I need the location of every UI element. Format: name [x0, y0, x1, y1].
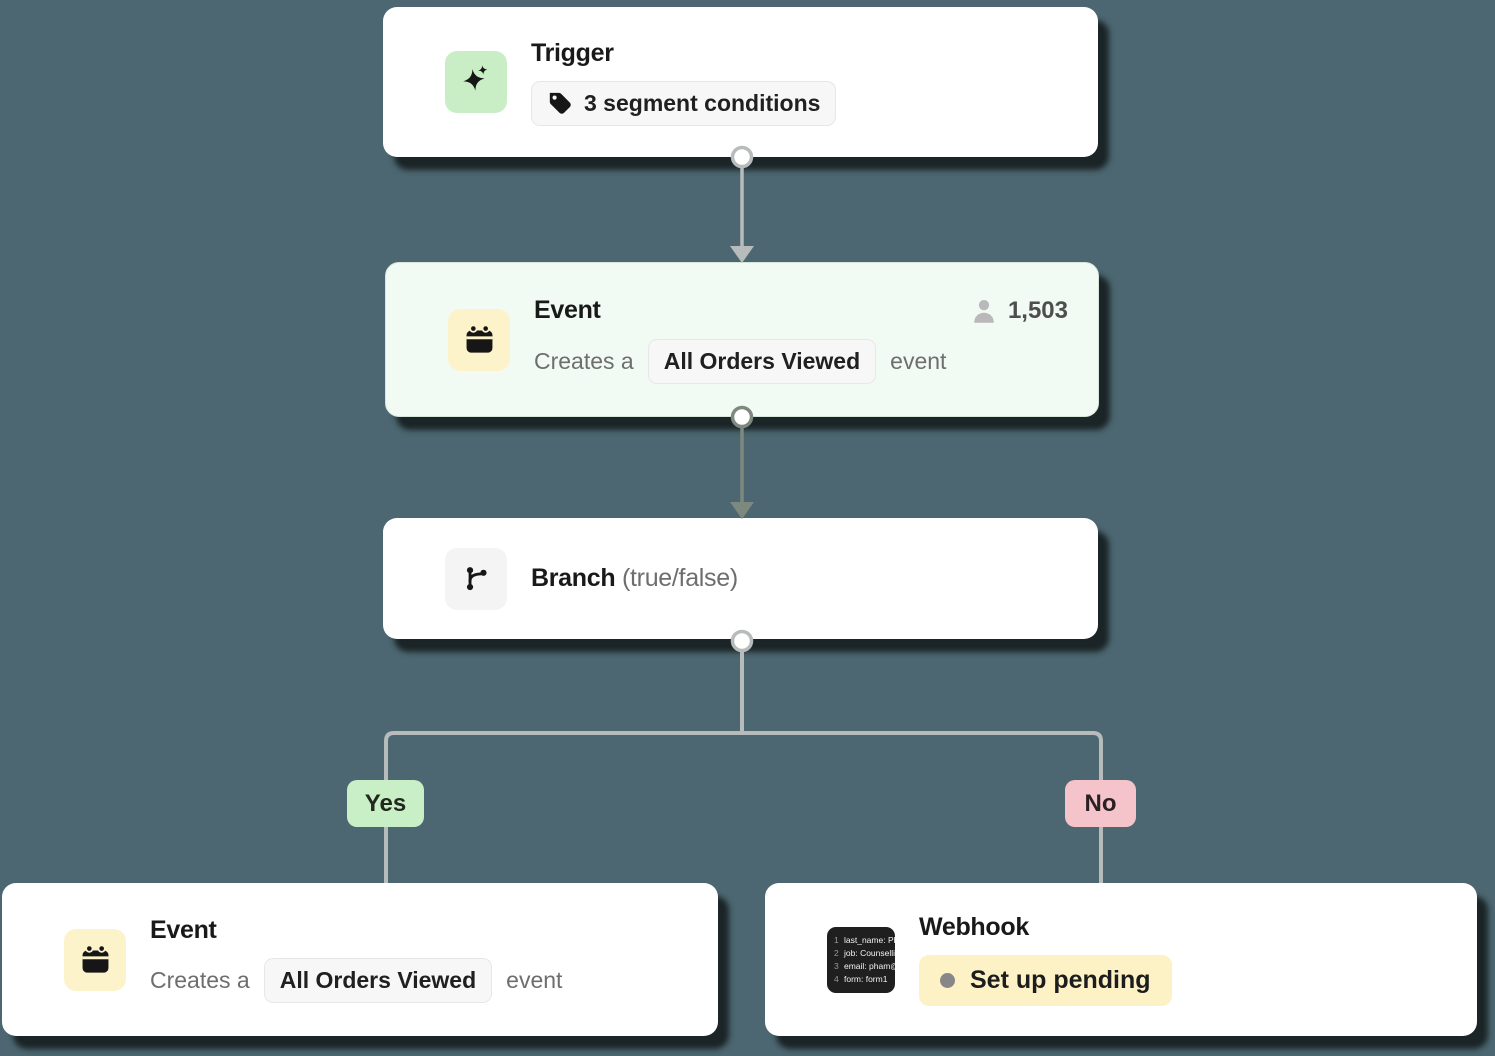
branch-label-no: No: [1065, 780, 1136, 827]
git-branch-icon: [445, 547, 507, 610]
tag-icon: [549, 92, 571, 114]
code-line-text: form: form1: [844, 973, 888, 984]
setup-pending-badge: Set up pending: [919, 955, 1172, 1006]
calendar-icon: [448, 308, 510, 371]
event-name-chip: All Orders Viewed: [647, 338, 877, 384]
branch-title: Branch: [531, 564, 616, 592]
event-node-top[interactable]: Event 1,503 Creates a All Orders Viewed …: [385, 262, 1099, 417]
branch-label-yes: Yes: [347, 780, 424, 827]
webhook-title: Webhook: [919, 913, 1029, 941]
connector-branch-split: [384, 731, 1103, 883]
trigger-node[interactable]: Trigger 3 segment conditions: [383, 7, 1098, 157]
code-line-text: email: pham@: [844, 960, 895, 971]
branch-title-row: Branch (true/false): [531, 564, 1068, 593]
branch-node[interactable]: Branch (true/false): [383, 518, 1098, 639]
audience-count-value: 1,503: [1007, 296, 1068, 324]
event-desc-suffix: event: [890, 347, 947, 374]
arrowhead-event-branch: [730, 502, 754, 519]
code-line-number: 3: [834, 960, 839, 971]
event-title: Event: [534, 296, 601, 324]
webhook-node[interactable]: 1 last_name: Ph 2 job: Counselli 3 email: p…: [765, 883, 1477, 1036]
code-line-text: job: Counselli: [844, 947, 895, 958]
calendar-icon: [64, 928, 126, 991]
event-node-yes[interactable]: Event Creates a All Orders Viewed event: [2, 883, 718, 1036]
segment-conditions-badge: 3 segment conditions: [531, 80, 837, 126]
event-desc-suffix: event: [506, 967, 563, 993]
sparkles-icon: [445, 51, 507, 113]
audience-count: 1,503: [969, 296, 1068, 326]
code-line-number: 2: [834, 947, 839, 958]
code-line-number: 4: [834, 973, 839, 984]
branch-subtitle: (true/false): [622, 564, 738, 592]
trigger-title: Trigger: [531, 38, 614, 67]
setup-pending-label: Set up pending: [970, 966, 1151, 994]
event-name-chip: All Orders Viewed: [263, 958, 493, 1003]
status-dot-icon: [940, 973, 955, 988]
person-icon: [974, 299, 994, 323]
code-snippet-icon: 1 last_name: Ph 2 job: Counselli 3 email: p…: [827, 926, 895, 993]
segment-conditions-label: 3 segment conditions: [584, 89, 821, 116]
event-desc-prefix: Creates a: [150, 967, 250, 993]
arrowhead-trigger-event: [730, 246, 754, 263]
event-desc-prefix: Creates a: [534, 347, 634, 374]
code-line-number: 1: [834, 934, 839, 945]
event-title: Event: [150, 916, 217, 944]
code-line-text: last_name: Ph: [844, 934, 895, 945]
